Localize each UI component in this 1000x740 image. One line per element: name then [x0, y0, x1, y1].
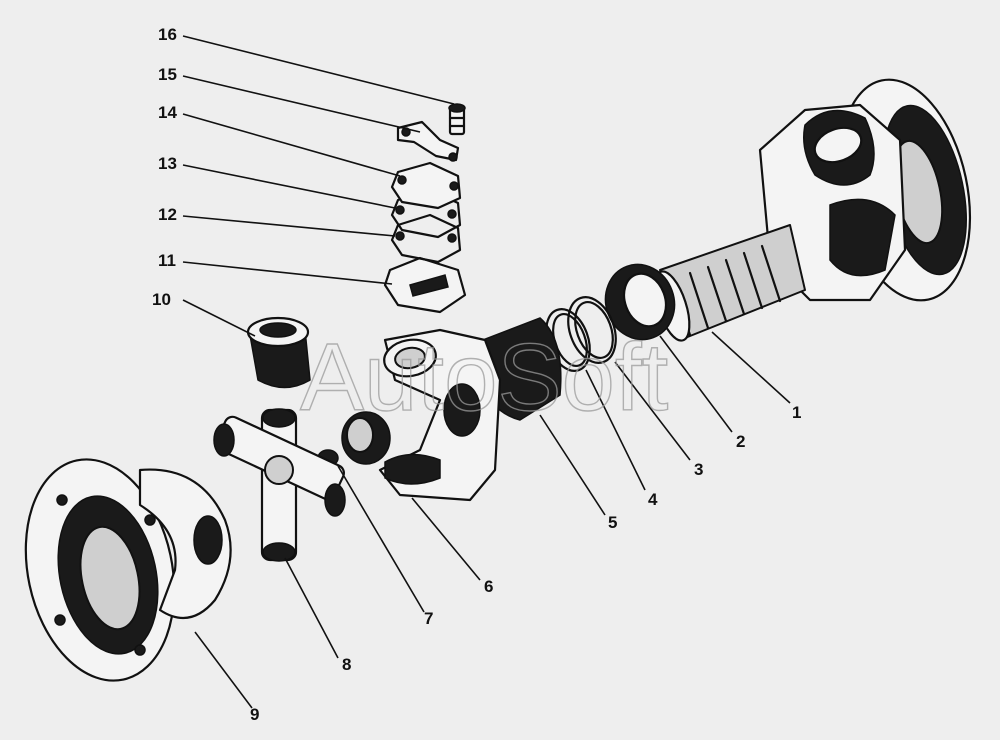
part-11-bearing-cover	[383, 256, 467, 314]
callout-14: 14	[158, 103, 177, 122]
part-10-needle-bearing-cup	[246, 316, 311, 389]
callout-15: 15	[158, 65, 177, 84]
callout-8: 8	[342, 655, 351, 674]
part-3-ring	[567, 296, 617, 364]
callout-16: 16	[158, 25, 177, 44]
callout-2: 2	[736, 432, 745, 451]
leader-lines	[182, 35, 791, 709]
part-1-splined-yoke-shaft	[653, 78, 972, 342]
part-5-sliding-fork	[378, 317, 562, 502]
callout-12: 12	[158, 205, 177, 224]
callout-1: 1	[792, 403, 801, 422]
callout-7: 7	[424, 609, 433, 628]
callout-4: 4	[648, 490, 658, 509]
callout-3: 3	[694, 460, 703, 479]
part-8-universal-joint-cross	[213, 408, 346, 562]
callout-labels: 16 15 14 13 12 11 10 1 2 3 4 5 6 7 8 9	[152, 25, 801, 724]
part-15-lock-washer	[396, 120, 460, 162]
callout-6: 6	[484, 577, 493, 596]
part-12-gasket	[390, 213, 462, 264]
callout-13: 13	[158, 154, 177, 173]
callout-11: 11	[158, 251, 176, 270]
part-6-bearing-cap	[341, 411, 391, 465]
part-14-locking-plate	[390, 161, 462, 210]
callout-5: 5	[608, 513, 617, 532]
autosoft-watermark: AutoSoft	[300, 324, 668, 431]
part-2-sealing-ring	[604, 263, 676, 341]
part-16-bolt	[448, 103, 466, 136]
callout-9: 9	[250, 705, 259, 724]
callout-10: 10	[152, 290, 171, 309]
part-9-flange-yoke	[24, 458, 232, 682]
